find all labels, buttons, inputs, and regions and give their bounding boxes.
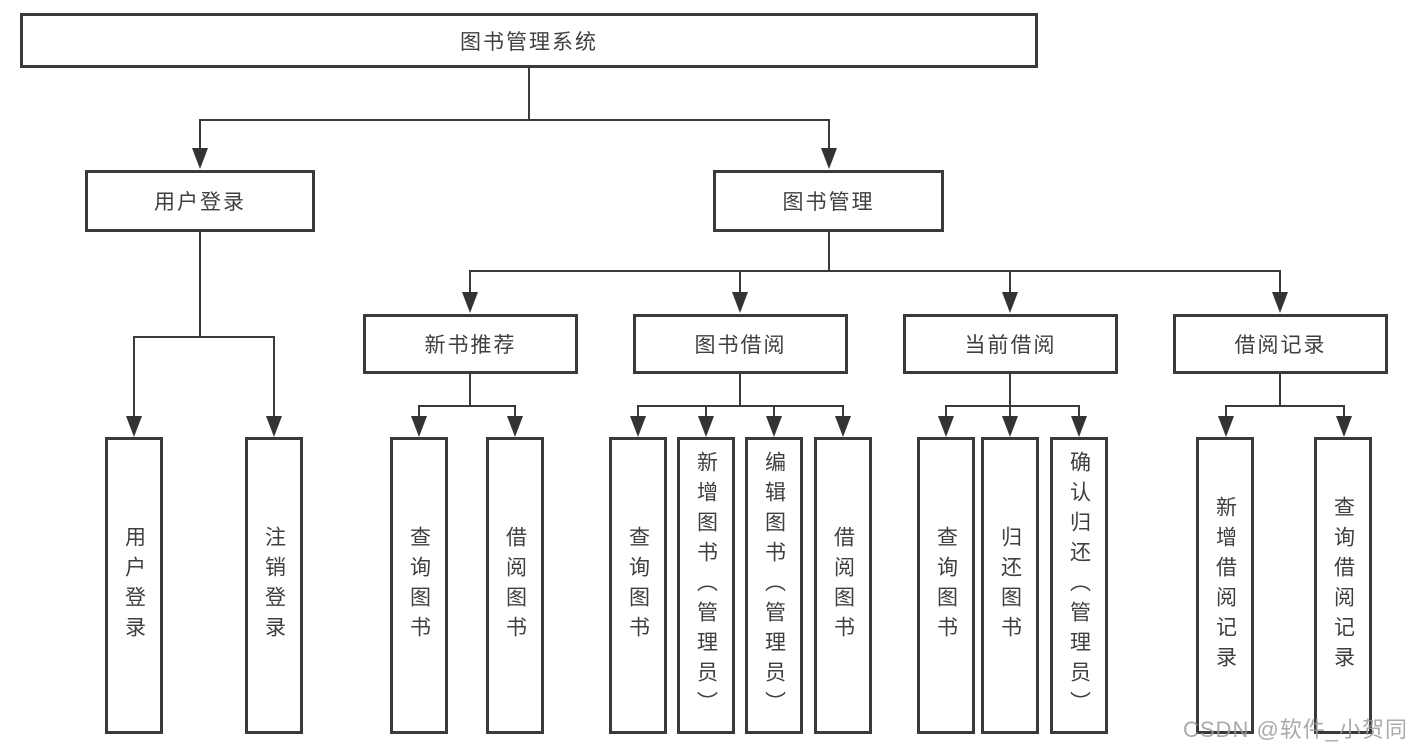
arrow-to-leaf-edit-book-admin	[766, 406, 782, 437]
leaf-confirm-return-admin: 确认归还（管理员）	[1050, 437, 1108, 734]
node-label: 图书管理系统	[460, 30, 598, 54]
leaf-label: 查询图书	[626, 525, 650, 646]
connector-user-login-bar	[133, 336, 275, 338]
node-book-management: 图书管理	[713, 170, 944, 232]
arrow-to-book-borrowing	[732, 271, 748, 313]
leaf-label: 归还图书	[998, 525, 1022, 646]
arrow-to-borrowing-records	[1272, 271, 1288, 313]
connector-root-bar	[199, 119, 830, 121]
node-library-management-system: 图书管理系统	[20, 13, 1038, 68]
csdn-watermark: CSDN @软件_小贺同学	[1183, 717, 1405, 742]
leaf-label: 编辑图书（管理员）	[762, 450, 786, 721]
arrow-to-leaf-borrow-books-recommend	[507, 406, 523, 437]
arrow-to-leaf-query-books-recommend	[411, 406, 427, 437]
leaf-query-books-borrowing: 查询图书	[609, 437, 667, 734]
connector-current-borrow-bar	[945, 405, 1080, 407]
connector-new-book-bar	[418, 405, 516, 407]
leaf-add-book-admin: 新增图书（管理员）	[677, 437, 735, 734]
leaf-label: 新增图书（管理员）	[694, 450, 718, 721]
node-borrowing-records: 借阅记录	[1173, 314, 1388, 374]
leaf-return-book: 归还图书	[981, 437, 1039, 734]
arrow-to-new-book-recommendation	[462, 271, 478, 313]
connector-book-borrow-bar	[637, 405, 844, 407]
arrow-to-leaf-return-book	[1002, 406, 1018, 437]
node-current-borrowing: 当前借阅	[903, 314, 1118, 374]
connector-book-management-stem	[828, 232, 830, 272]
connector-user-login-stem	[199, 232, 201, 338]
arrow-to-leaf-borrow-books-borrowing	[835, 406, 851, 437]
leaf-user-login: 用户登录	[105, 437, 163, 734]
leaf-query-books-current: 查询图书	[917, 437, 975, 734]
node-label: 用户登录	[154, 191, 246, 214]
connector-root-stem	[528, 68, 530, 121]
leaf-label: 确认归还（管理员）	[1067, 450, 1091, 721]
node-new-book-recommendation: 新书推荐	[363, 314, 578, 374]
leaf-borrow-books-borrowing: 借阅图书	[814, 437, 872, 734]
leaf-label: 查询图书	[934, 525, 958, 646]
connector-current-borrow-stem	[1009, 374, 1011, 407]
arrow-to-leaf-add-borrow-record	[1218, 406, 1234, 437]
arrow-to-user-login	[192, 120, 208, 169]
leaf-add-borrow-record: 新增借阅记录	[1196, 437, 1254, 734]
node-user-login: 用户登录	[85, 170, 315, 232]
arrow-to-leaf-add-book-admin	[698, 406, 714, 437]
leaf-label: 查询借阅记录	[1331, 495, 1355, 676]
leaf-label: 注销登录	[262, 525, 286, 646]
node-label: 图书借阅	[694, 334, 787, 357]
connector-borrow-records-bar	[1225, 405, 1345, 407]
node-book-borrowing: 图书借阅	[633, 314, 848, 374]
node-label: 图书管理	[782, 191, 875, 214]
arrow-to-leaf-query-books-current	[938, 406, 954, 437]
node-label: 当前借阅	[964, 334, 1057, 357]
leaf-label: 借阅图书	[831, 525, 855, 646]
arrow-to-book-management	[821, 120, 837, 169]
arrow-to-leaf-user-login	[126, 337, 142, 437]
leaf-borrow-books-recommend: 借阅图书	[486, 437, 544, 734]
leaf-query-books-recommend: 查询图书	[390, 437, 448, 734]
arrow-to-leaf-logout	[266, 337, 282, 437]
leaf-label: 用户登录	[122, 525, 146, 646]
connector-book-borrow-stem	[739, 374, 741, 407]
arrow-to-current-borrowing	[1002, 271, 1018, 313]
node-label: 借阅记录	[1234, 334, 1327, 357]
connector-borrow-records-stem	[1279, 374, 1281, 407]
node-label: 新书推荐	[424, 334, 517, 357]
connector-book-management-bar	[469, 270, 1281, 272]
leaf-query-borrow-record: 查询借阅记录	[1314, 437, 1372, 734]
arrow-to-leaf-confirm-return-admin	[1071, 406, 1087, 437]
leaf-logout: 注销登录	[245, 437, 303, 734]
leaf-label: 新增借阅记录	[1213, 495, 1237, 676]
leaf-label: 借阅图书	[503, 525, 527, 646]
leaf-label: 查询图书	[407, 525, 431, 646]
leaf-edit-book-admin: 编辑图书（管理员）	[745, 437, 803, 734]
arrow-to-leaf-query-books-borrowing	[630, 406, 646, 437]
connector-new-book-stem	[469, 374, 471, 407]
arrow-to-leaf-query-borrow-record	[1336, 406, 1352, 437]
